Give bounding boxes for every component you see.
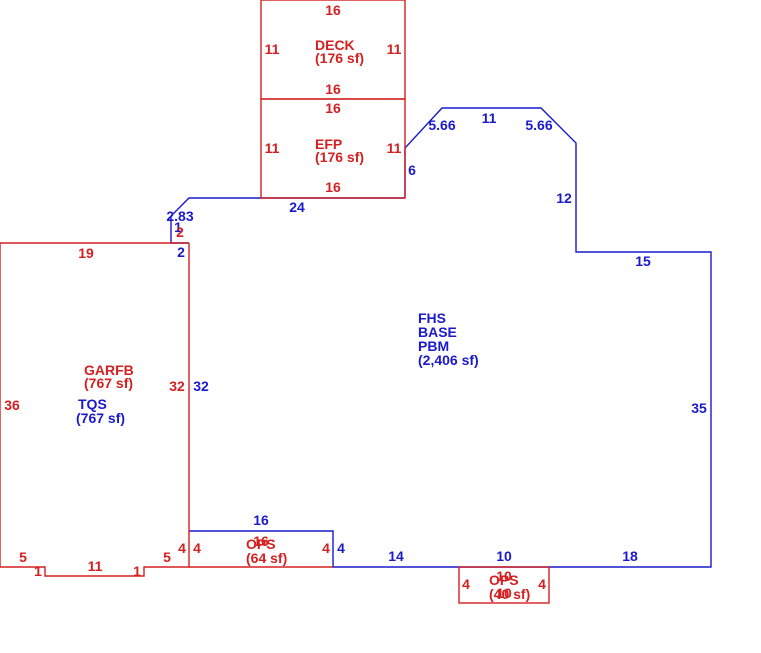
main-dim-bottom-mid: 10	[496, 548, 512, 564]
garage-dim-top: 19	[78, 245, 94, 261]
garage-dim-bottom-right: 5	[163, 549, 171, 565]
garage-dim-bottom-mid: 11	[88, 558, 103, 574]
garage-dim-stub-1: 4	[178, 540, 186, 556]
garage-dim-notch-left: 1	[34, 563, 42, 579]
main-dim-top-left: 24	[289, 199, 305, 215]
main-dim-left-lower: 2	[177, 244, 185, 260]
efp-dim-left: 11	[265, 140, 280, 156]
main-dim-right-upper: 12	[556, 190, 572, 206]
main-dim-right: 35	[691, 400, 707, 416]
main-dim-angle-left: 5.66	[428, 117, 455, 133]
efp-dim-bottom: 16	[325, 179, 341, 195]
garage-dim-stub-2: 4	[193, 540, 201, 556]
fhs-pbm-label: PBM	[418, 338, 449, 354]
ops-right-code-label: OPS	[489, 572, 519, 588]
ops-right-dim-right: 4	[538, 576, 546, 592]
ops-right-dim-left: 4	[462, 576, 470, 592]
garage-code-label: GARFB	[84, 362, 134, 378]
main-dim-step-top: 15	[635, 253, 651, 269]
fhs-code-label: FHS	[418, 310, 446, 326]
garage-outline	[0, 242, 190, 577]
ops-right-dim-inner: 10	[496, 585, 512, 601]
ops-left-dim-right: 4	[322, 540, 330, 556]
fhs-area-label: (2,406 sf)	[418, 352, 479, 368]
tqs-code-label: TQS	[78, 396, 107, 412]
fhs-base-label: BASE	[418, 324, 457, 340]
deck-dim-left: 11	[265, 41, 280, 57]
deck-dim-top: 16	[325, 2, 341, 18]
main-dim-bottom-left: 14	[388, 548, 404, 564]
ops-right-dim-top: 10	[496, 568, 512, 584]
ops-left-dim-right-main: 4	[337, 540, 345, 556]
ops-left-dim-top: 16	[253, 512, 269, 528]
ops-right-outline	[458, 566, 550, 604]
deck-dim-right: 11	[387, 41, 402, 57]
ops-left-code-label: OPS	[246, 536, 276, 552]
main-dim-left-upper: 6	[408, 162, 416, 178]
garage-dim-notch-right: 1	[133, 563, 141, 579]
efp-area-label: (176 sf)	[315, 149, 364, 165]
main-dim-top: 11	[482, 110, 497, 126]
deck-dim-bottom: 16	[325, 81, 341, 97]
efp-code-label: EFP	[315, 136, 342, 152]
main-dim-angle-right: 5.66	[525, 117, 552, 133]
garage-dim-bottom-left: 5	[19, 549, 27, 565]
main-dim-bottom-right: 18	[622, 548, 638, 564]
garage-dim-left: 36	[4, 397, 20, 413]
efp-dim-top: 16	[325, 100, 341, 116]
garage-area-label: (767 sf)	[84, 375, 133, 391]
ops-left-dim-inner: 16	[253, 533, 269, 549]
efp-dim-right: 11	[387, 140, 402, 156]
tqs-area-label: (767 sf)	[76, 410, 125, 426]
garage-dim-right: 32	[169, 378, 185, 394]
deck-code-label: DECK	[315, 37, 355, 53]
main-dim-left-wall: 32	[193, 378, 209, 394]
ops-left-area-label: (64 sf)	[246, 550, 287, 566]
ops-right-area-label: (40 sf)	[489, 586, 530, 602]
efp-outline	[260, 98, 406, 199]
deck-area-label: (176 sf)	[315, 50, 364, 66]
main-dim-small-1: 1	[174, 219, 182, 235]
main-dim-corner: 2.83	[166, 208, 193, 224]
main-dim-small-2: 2	[176, 224, 184, 240]
